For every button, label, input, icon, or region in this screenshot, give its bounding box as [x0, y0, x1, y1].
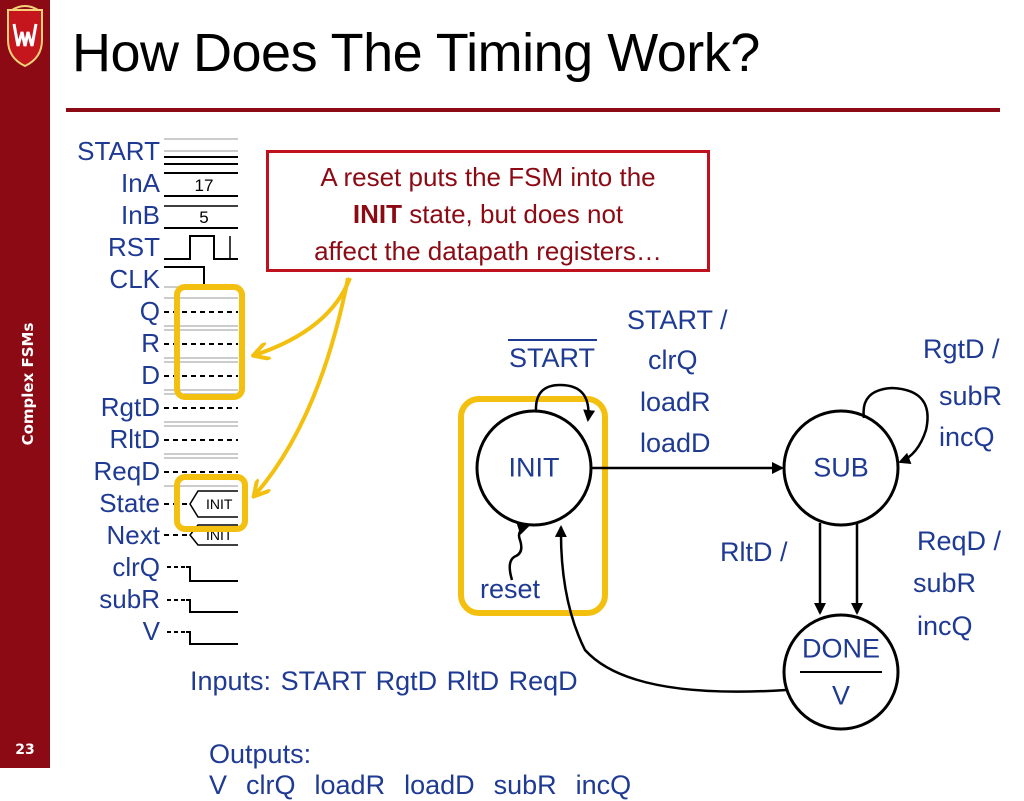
- fsm-diagram: [174, 277, 929, 731]
- signal-label-clk: CLK: [109, 264, 160, 294]
- registers-highlight: [174, 284, 245, 400]
- reset-label: reset: [480, 574, 541, 604]
- inputs-list: START RgtD RltD ReqD: [280, 666, 578, 696]
- callout-arrow-registers: [255, 277, 352, 355]
- init-sub-out-loadr: loadR: [640, 387, 711, 417]
- title-divider: [66, 108, 1000, 112]
- slide-title: How Does The Timing Work?: [72, 23, 760, 83]
- sidebar: Complex FSMs 23: [0, 0, 50, 768]
- signal-label-rltd: RltD: [109, 424, 160, 454]
- signal-label-r: R: [141, 328, 160, 358]
- signal-label-clrq: clrQ: [112, 552, 160, 582]
- state-done-label: DONE: [801, 633, 881, 664]
- outputs-label: Outputs:: [209, 739, 312, 769]
- sub-done-subr: subR: [913, 568, 977, 598]
- init-highlight: [458, 396, 608, 616]
- reset-callout: A reset puts the FSM into the INIT state…: [266, 150, 710, 272]
- inb-value: 5: [199, 208, 208, 227]
- init-sub-out-clrq: clrQ: [648, 345, 698, 375]
- init-self-loop-label: START: [509, 343, 596, 373]
- callout-line-3: affect the datapath registers…: [314, 236, 662, 266]
- sub-self-loop-subr: subR: [939, 381, 1003, 411]
- state-highlight: [174, 474, 248, 532]
- inputs-line: Inputs: START RgtD RltD ReqD: [190, 666, 578, 697]
- signal-label-subr: subR: [99, 584, 160, 614]
- callout-line-2: INIT state, but does not: [269, 196, 707, 233]
- done-init-cond: RltD /: [720, 537, 788, 567]
- ina-value: 17: [195, 176, 214, 195]
- transition-done-init: [554, 525, 787, 693]
- signal-label-v: V: [142, 616, 160, 646]
- done-output-label: V: [831, 680, 851, 711]
- signal-label-start: START: [77, 136, 160, 166]
- sub-self-loop-cond: RgtD /: [923, 334, 1000, 364]
- signal-label-rgtd: RgtD: [100, 392, 160, 422]
- inputs-label: Inputs:: [190, 666, 272, 696]
- signal-label-rst: RST: [108, 232, 160, 262]
- signal-label-next: Next: [106, 520, 160, 550]
- init-sub-cond: START /: [627, 305, 728, 335]
- callout-line-2-rest: state, but does not: [401, 199, 624, 229]
- state-init-label: INIT: [508, 452, 560, 483]
- sub-done-incq: incQ: [917, 611, 973, 641]
- init-sub-out-loadd: loadD: [640, 428, 711, 458]
- page-number: 23: [15, 742, 35, 758]
- state-sub: [782, 409, 900, 527]
- self-loop-sub: [862, 386, 929, 464]
- crest-logo: [7, 5, 43, 68]
- state-sub-label: SUB: [813, 452, 869, 483]
- callout-line-1: A reset puts the FSM into the: [320, 162, 656, 192]
- signal-label-q: Q: [139, 296, 160, 326]
- reset-arrow: [508, 523, 530, 581]
- callout-bold-init: INIT: [352, 199, 402, 229]
- sub-done-cond: ReqD /: [917, 526, 1002, 556]
- signal-label-state: State: [99, 488, 160, 518]
- signal-label-reqd: ReqD: [93, 456, 160, 486]
- signal-label-ina: InA: [120, 168, 160, 198]
- signal-label-inb: InB: [120, 200, 160, 230]
- outputs-list: V clrQ loadR loadD subR incQ: [209, 770, 632, 800]
- self-loop-init: [534, 383, 596, 422]
- outputs-line: Outputs: V clrQ loadR loadD subR incQ: [190, 708, 631, 801]
- state-value: INIT: [206, 496, 233, 512]
- callout-arrow-state: [255, 277, 350, 495]
- signal-label-d: D: [141, 360, 160, 390]
- sub-self-loop-incq: incQ: [939, 422, 995, 452]
